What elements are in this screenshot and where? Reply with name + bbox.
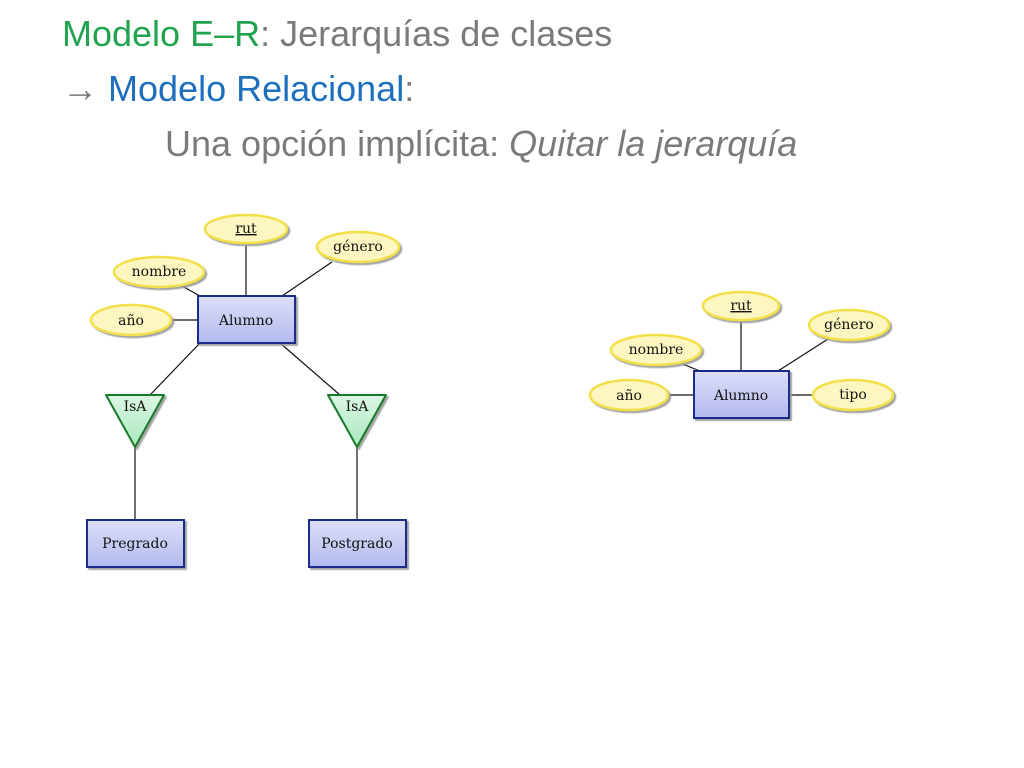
left-isa-left-triangle: [105, 394, 165, 448]
title-modelo-er: Modelo E–R: [62, 13, 261, 54]
left-entity-pregrado: Pregrado: [86, 519, 185, 568]
title-arrow: →: [62, 68, 109, 109]
left-line-nombre: [181, 285, 201, 297]
left-line-isa-right: [279, 342, 341, 396]
left-entity-alumno-label: Alumno: [218, 313, 273, 329]
right-attr-tipo: tipo: [811, 378, 895, 412]
title-jerarquias: : Jerarquías de clases: [260, 13, 613, 54]
right-attr-rut-label: rut: [730, 298, 752, 314]
left-attr-genero-ellipse: [315, 230, 401, 264]
left-entity-postgrado-box: [308, 519, 407, 568]
right-attr-tipo-label: tipo: [839, 387, 867, 403]
left-entity-alumno: Alumno: [197, 295, 296, 344]
right-attr-genero-ellipse: [807, 308, 891, 342]
left-isa-right: IsA: [327, 394, 387, 448]
left-isa-right-triangle: [327, 394, 387, 448]
right-entity-alumno-label: Alumno: [713, 388, 768, 404]
right-entity-alumno: Alumno: [693, 370, 790, 419]
right-attr-tipo-ellipse: [811, 378, 895, 412]
left-entity-pregrado-label: Pregrado: [102, 536, 168, 552]
right-attr-nombre-ellipse: [609, 333, 703, 367]
left-line-genero: [281, 261, 333, 297]
right-attr-genero: género: [807, 308, 891, 342]
right-attr-nombre: nombre: [609, 333, 703, 367]
left-attr-ano-ellipse: [89, 303, 173, 337]
left-entity-alumno-box: [197, 295, 296, 344]
left-entity-postgrado-label: Postgrado: [321, 536, 392, 552]
right-attr-genero-label: género: [824, 317, 874, 333]
title-modelo-relacional: Modelo Relacional: [108, 68, 405, 109]
title-line-1: Modelo E–R: Jerarquías de clases: [62, 12, 612, 56]
left-attr-genero: género: [315, 230, 401, 264]
left-entity-pregrado-box: [86, 519, 185, 568]
title-colon: :: [404, 68, 415, 109]
title-line-3: Una opción implícita: Quitar la jerarquí…: [165, 122, 797, 166]
right-line-genero: [777, 338, 829, 372]
left-attr-genero-label: género: [333, 239, 383, 255]
title-quitar: Quitar la jerarquía: [509, 123, 798, 164]
title-opcion: Una opción implícita:: [165, 123, 510, 164]
right-attr-ano-ellipse: [588, 378, 670, 412]
left-isa-left-label: IsA: [124, 399, 148, 415]
left-attr-rut: rut: [203, 213, 289, 245]
left-attr-nombre-ellipse: [112, 255, 206, 289]
left-entity-postgrado: Postgrado: [308, 519, 407, 568]
left-er-diagram: rut género nombre año Alumno IsA IsA: [86, 213, 407, 568]
left-attr-nombre: nombre: [112, 255, 206, 289]
right-attr-rut-ellipse: [701, 290, 781, 322]
right-er-diagram: rut género nombre año tipo Alumno: [588, 290, 895, 419]
left-attr-rut-ellipse: [203, 213, 289, 245]
left-attr-rut-label: rut: [235, 221, 257, 237]
right-connectors: [668, 320, 829, 396]
right-attr-nombre-label: nombre: [629, 342, 684, 358]
right-line-nombre: [679, 362, 701, 372]
left-attr-ano: año: [89, 303, 173, 337]
left-connectors: [134, 242, 358, 520]
left-isa-left: IsA: [105, 394, 165, 448]
left-line-isa-left: [149, 342, 201, 396]
right-attr-ano: año: [588, 378, 670, 412]
left-isa-right-label: IsA: [346, 399, 370, 415]
right-attr-rut: rut: [701, 290, 781, 322]
right-entity-alumno-box: [693, 370, 790, 419]
right-attr-ano-label: año: [616, 388, 642, 404]
title-line-2: → Modelo Relacional:: [62, 67, 414, 111]
left-attr-ano-label: año: [118, 313, 144, 329]
left-attr-nombre-label: nombre: [132, 264, 187, 280]
